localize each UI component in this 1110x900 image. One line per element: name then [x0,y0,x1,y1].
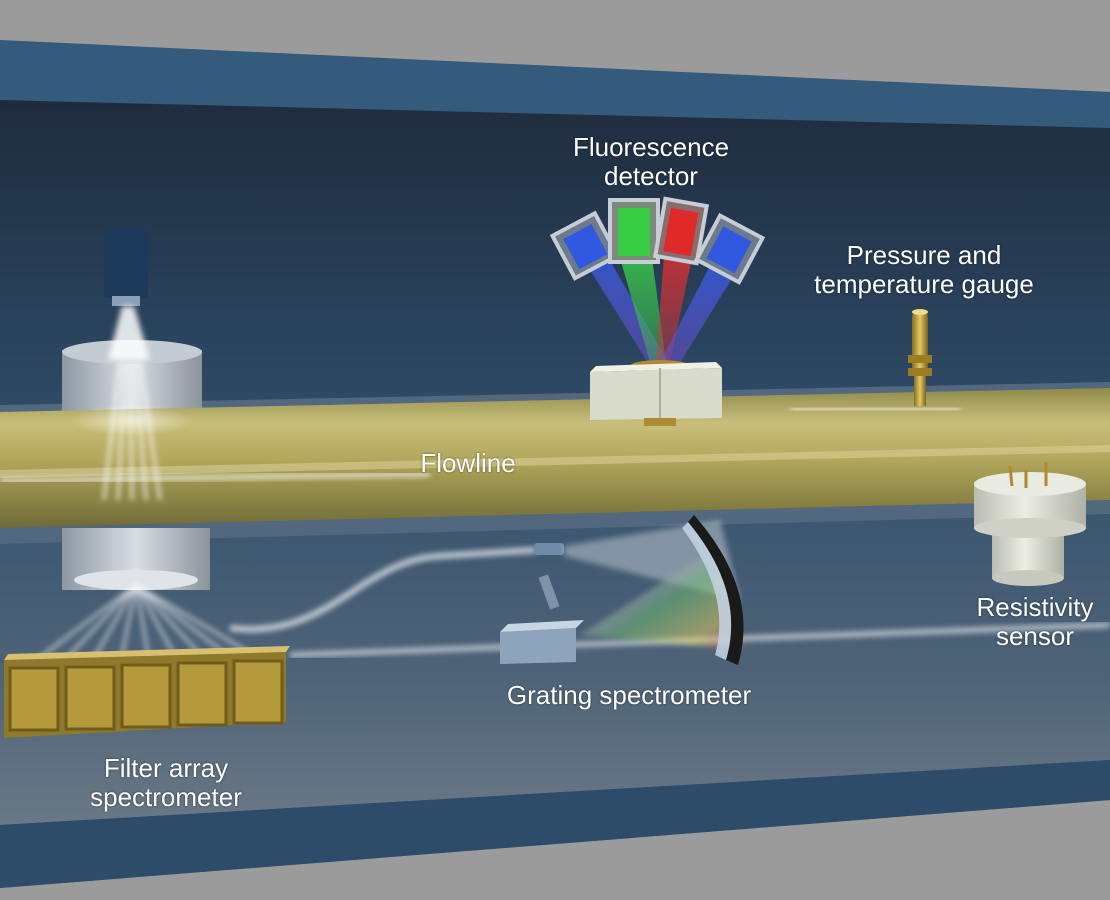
resistivity-sensor-label-line-1: Resistivity [976,592,1094,622]
concave-mirror-face [682,522,732,660]
pressure-temperature-gauge-label: Pressure and temperature gauge [793,241,1055,299]
filter-cell [176,661,228,727]
fluorescence-housing [590,368,722,420]
fluorescence-detector-label: Fluorescence detector [544,133,758,191]
fluorescence-detector-label-line-1: Fluorescence [572,132,730,162]
pressure-temperature-gauge-label-line-1: Pressure and [846,240,1002,270]
source-glow [72,404,192,436]
fluorescence-housing-top [590,362,722,372]
resistivity-sensor-label: Resistivity sensor [960,593,1110,651]
flowline-label: Flowline [400,449,536,478]
grating-mirror [538,574,560,610]
source-beam [108,306,150,360]
filter-cell [64,665,116,731]
concave-mirror [688,515,744,665]
detector-array-top [500,620,584,632]
filter-array-spectrometer-label: Filter array spectrometer [66,754,266,812]
resistivity-sensor [974,462,1086,586]
green-beam [620,258,666,362]
filter-mount-lower-bottom [74,570,198,590]
fluorescence-detector-label-line-2: detector [604,161,698,191]
filter-cell [8,666,60,732]
light-source [104,228,148,298]
grating-spectrometer-label-text: Grating spectrometer [506,680,752,710]
detector-array [500,628,576,664]
filter-array [4,646,290,738]
lower-sleeve-wall [0,500,1110,544]
flowline-shine-right [789,406,961,412]
pressure-temperature-gauge [908,309,932,406]
collimator [534,543,564,555]
dispersed-spectrum [580,545,742,650]
filter-cell [232,659,284,725]
optical-fiber [229,547,537,633]
flowline-highlight [0,445,1110,478]
flowline-shine [0,471,431,484]
flowline-label-text: Flowline [420,448,516,478]
blue-beam-right [660,262,736,366]
fluorescence-detector [549,196,766,426]
grating-spectrometer-label: Grating spectrometer [478,681,780,710]
filter-array-spectrometer-label-line-2: spectrometer [90,782,242,812]
filter-cell [120,663,172,729]
filter-array-spectrometer-label-line-1: Filter array [103,753,229,783]
pressure-temperature-gauge-label-line-2: temperature gauge [814,269,1034,299]
resistivity-sensor-label-line-2: sensor [995,621,1075,651]
housing-lower-lip [0,760,1110,888]
light-source-lens [112,296,140,306]
red-beam [656,256,692,362]
